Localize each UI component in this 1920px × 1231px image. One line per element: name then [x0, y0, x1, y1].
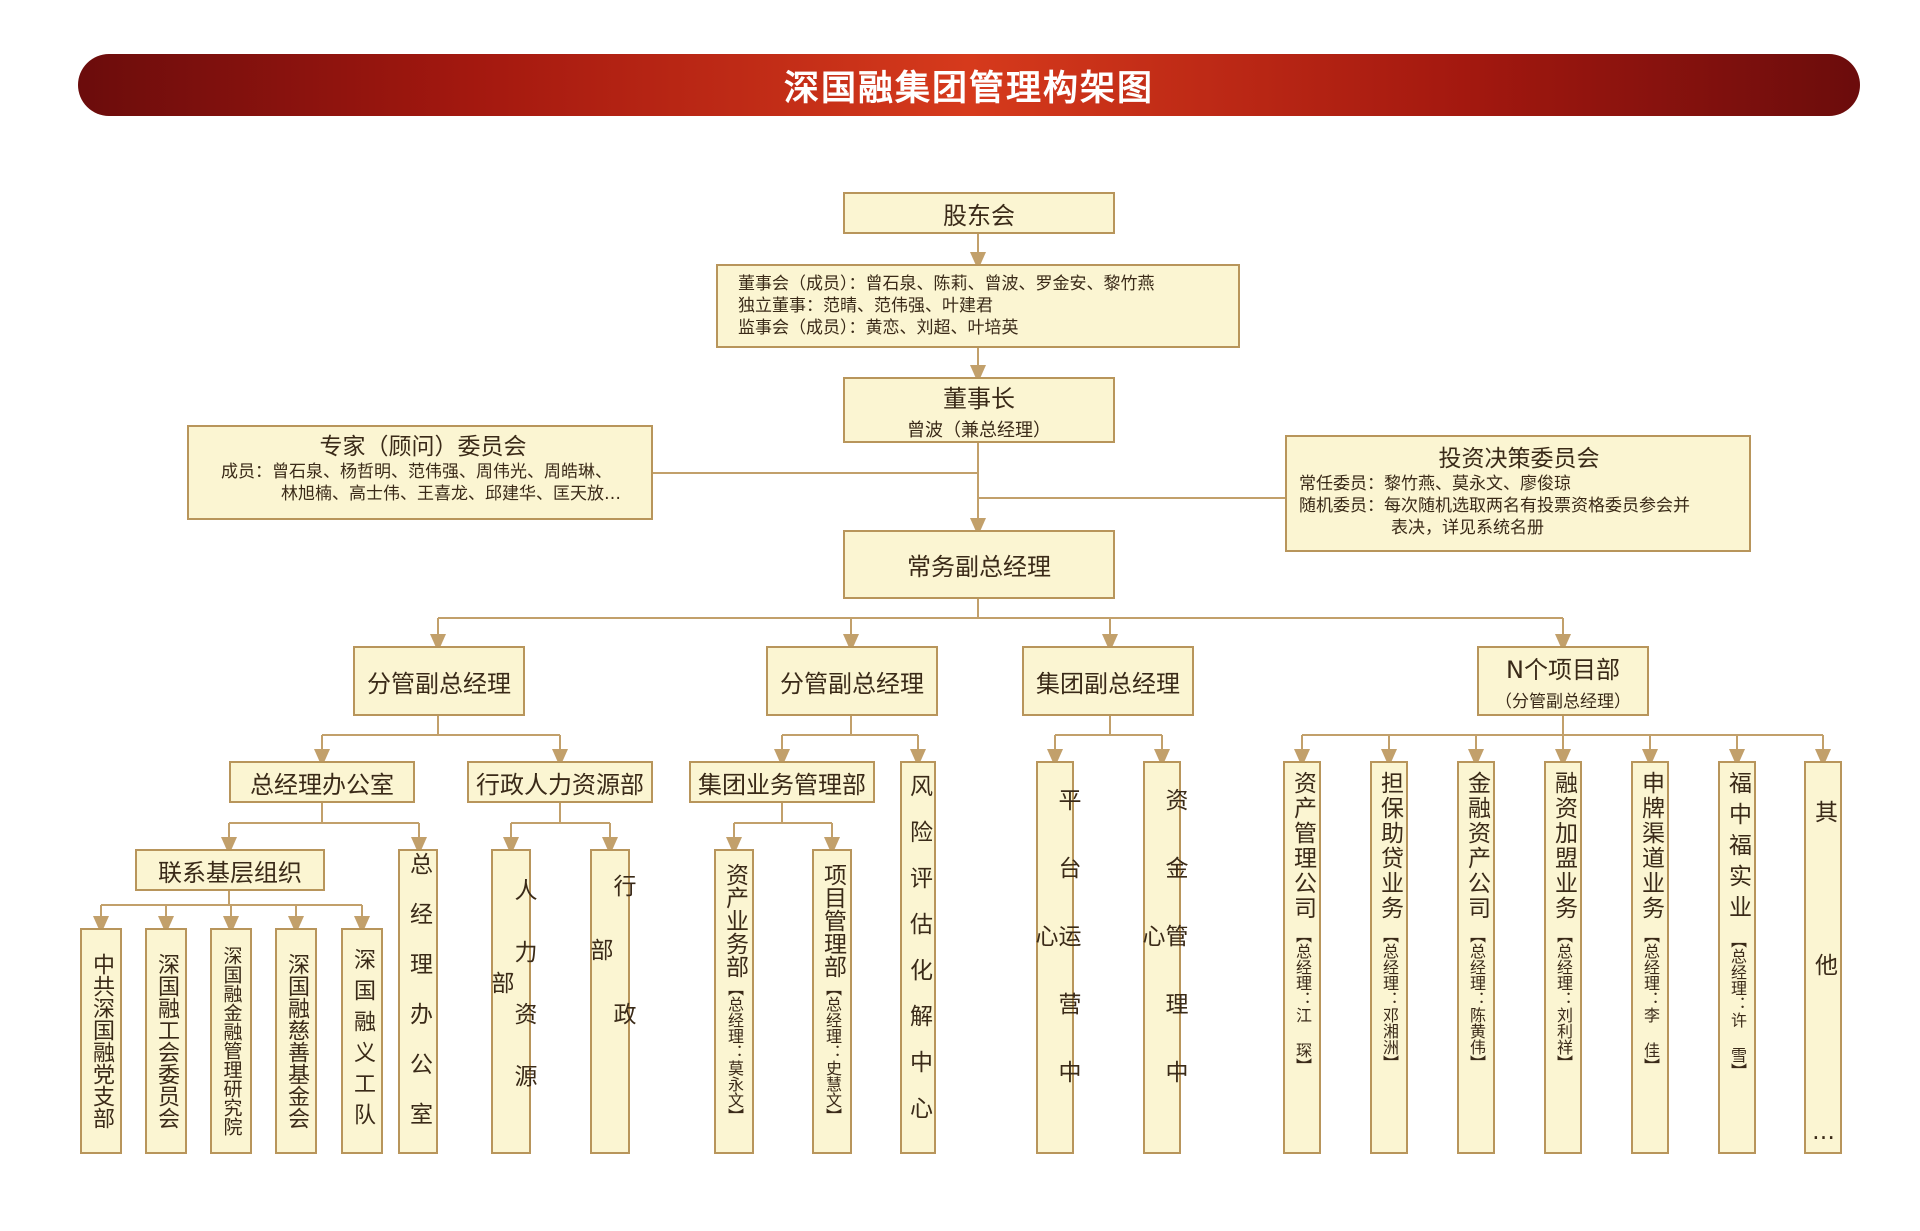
party-branch-box: 中共深国融党支部	[80, 928, 122, 1154]
others-box: 其他 …	[1804, 761, 1842, 1154]
board-box: 董事会（成员）：曾石泉、陈莉、曾波、罗金安、黎竹燕 独立董事：范晴、范伟强、叶建…	[716, 264, 1240, 348]
research-box: 深国融金融管理研究院	[210, 928, 252, 1154]
others-dots: …	[1810, 1119, 1837, 1146]
guarantee-box: 担保助贷业务 【总经理：邓湘洲】	[1370, 761, 1408, 1154]
hr-dept-box: 人力资源部	[487, 849, 536, 1154]
volunteer-label: 深国融义工队	[350, 948, 375, 1134]
gm-office-v-label: 总经理办公室	[405, 851, 432, 1152]
board-line2: 独立董事：范晴、范伟强、叶建君	[738, 296, 993, 316]
license-title: 申牌渠道业务	[1637, 771, 1664, 921]
risk-label: 风险评估化解中心	[905, 773, 932, 1142]
investment-line1: 常任委员：黎竹燕、莫永文、廖俊琼	[1299, 474, 1571, 494]
hr-admin-box: 行政人力资源部	[467, 761, 653, 803]
vp2-box: 分管副总经理	[766, 646, 938, 716]
fin-asset-sub: 【总经理：陈黄伟】	[1467, 927, 1486, 1071]
fuzhongfu-box: 福中福实业 【总经理：许 雪】	[1718, 761, 1756, 1154]
guarantee-title: 担保助贷业务	[1376, 771, 1403, 921]
n-projects-title: N个项目部	[1506, 656, 1620, 684]
volunteer-box: 深国融义工队	[341, 928, 383, 1154]
group-vp-box: 集团副总经理	[1022, 646, 1194, 716]
title-banner: 深国融集团管理构架图	[78, 54, 1860, 116]
investment-line3: 表决，详见系统名册	[1391, 518, 1544, 538]
fin-asset-box: 金融资产公司 【总经理：陈黄伟】	[1457, 761, 1495, 1154]
admin-dept-box: 行政部	[586, 849, 635, 1154]
investment-box: 投资决策委员会 常任委员：黎竹燕、莫永文、廖俊琼 随机委员：每次随机选取两名有投…	[1285, 435, 1751, 552]
franchise-title: 融资加盟业务	[1550, 771, 1577, 921]
n-projects-sub: （分管副总经理）	[1495, 692, 1631, 712]
guarantee-sub: 【总经理：邓湘洲】	[1380, 927, 1399, 1071]
group-vp-label: 集团副总经理	[1036, 669, 1180, 698]
chairman-box: 董事长 曾波（兼总经理）	[843, 377, 1115, 443]
vp2-label: 分管副总经理	[780, 669, 924, 698]
capital-box: 资金管理中心	[1138, 761, 1187, 1154]
hr-dept-label: 人力资源部	[487, 877, 536, 1126]
others-title: 其他	[1810, 799, 1837, 1106]
asset-biz-title: 资产业务部	[721, 863, 748, 978]
liaison-box: 联系基层组织	[135, 849, 325, 891]
research-label: 深国融金融管理研究院	[220, 946, 243, 1136]
asset-biz-box: 资产业务部 【总经理：莫永文】	[714, 849, 754, 1154]
fuzhongfu-sub: 【总经理：许 雪】	[1728, 932, 1747, 1079]
asset-company-sub: 【总经理：江 琛】	[1293, 927, 1312, 1074]
gm-office-label: 总经理办公室	[250, 770, 394, 799]
risk-box: 风险评估化解中心	[900, 761, 936, 1154]
shareholders-label: 股东会	[943, 201, 1015, 230]
hr-admin-label: 行政人力资源部	[476, 770, 644, 799]
project-mgmt-sub: 【总经理：史慧文】	[823, 980, 842, 1124]
asset-company-title: 资产管理公司	[1289, 771, 1316, 921]
gm-office-v-box: 总经理办公室	[398, 849, 438, 1154]
charity-box: 深国融慈善基金会	[275, 928, 317, 1154]
union-box: 深国融工会委员会	[145, 928, 187, 1154]
n-projects-box: N个项目部 （分管副总经理）	[1477, 646, 1649, 716]
experts-line1: 成员：曾石泉、杨哲明、范伟强、周伟光、周皓琳、	[221, 462, 612, 482]
license-sub: 【总经理：李 佳】	[1641, 927, 1660, 1074]
asset-company-box: 资产管理公司 【总经理：江 琛】	[1283, 761, 1321, 1154]
fin-asset-title: 金融资产公司	[1463, 771, 1490, 921]
franchise-sub: 【总经理：刘利祥】	[1554, 927, 1573, 1071]
charity-label: 深国融慈善基金会	[284, 953, 309, 1129]
experts-box: 专家（顾问）委员会 成员：曾石泉、杨哲明、范伟强、周伟光、周皓琳、 林旭楠、高士…	[187, 425, 653, 520]
capital-label: 资金管理中心	[1138, 787, 1187, 1128]
board-line1: 董事会（成员）：曾石泉、陈莉、曾波、罗金安、黎竹燕	[738, 274, 1155, 294]
platform-label: 平台运营中心	[1031, 787, 1080, 1128]
project-mgmt-box: 项目管理部 【总经理：史慧文】	[812, 849, 852, 1154]
franchise-box: 融资加盟业务 【总经理：刘利祥】	[1544, 761, 1582, 1154]
admin-dept-label: 行政部	[586, 873, 635, 1130]
investment-line2: 随机委员：每次随机选取两名有投票资格委员参会并	[1299, 496, 1690, 516]
union-label: 深国融工会委员会	[154, 953, 179, 1129]
license-box: 申牌渠道业务 【总经理：李 佳】	[1631, 761, 1669, 1154]
liaison-label: 联系基层组织	[158, 858, 302, 887]
executive-vp-box: 常务副总经理	[843, 530, 1115, 599]
chart-title: 深国融集团管理构架图	[783, 68, 1154, 109]
group-biz-label: 集团业务管理部	[698, 770, 866, 799]
shareholders-box: 股东会	[843, 192, 1115, 234]
vp1-label: 分管副总经理	[367, 669, 511, 698]
experts-title: 专家（顾问）委员会	[319, 434, 527, 460]
experts-line2: 林旭楠、高士伟、王喜龙、邱建华、匡天放…	[281, 484, 621, 504]
executive-vp-label: 常务副总经理	[907, 553, 1051, 581]
chairman-sub: 曾波（兼总经理）	[907, 419, 1051, 441]
party-branch-label: 中共深国融党支部	[89, 953, 114, 1129]
fuzhongfu-title: 福中福实业	[1724, 771, 1751, 926]
group-biz-box: 集团业务管理部	[689, 761, 875, 803]
chairman-title: 董事长	[943, 384, 1015, 413]
vp1-box: 分管副总经理	[353, 646, 525, 716]
platform-box: 平台运营中心	[1031, 761, 1080, 1154]
asset-biz-sub: 【总经理：莫永文】	[725, 980, 744, 1124]
board-line3: 监事会（成员）：黄恋、刘超、叶培英	[738, 318, 1019, 338]
project-mgmt-title: 项目管理部	[819, 863, 846, 978]
gm-office-box: 总经理办公室	[229, 761, 415, 803]
investment-title: 投资决策委员会	[1438, 446, 1600, 472]
